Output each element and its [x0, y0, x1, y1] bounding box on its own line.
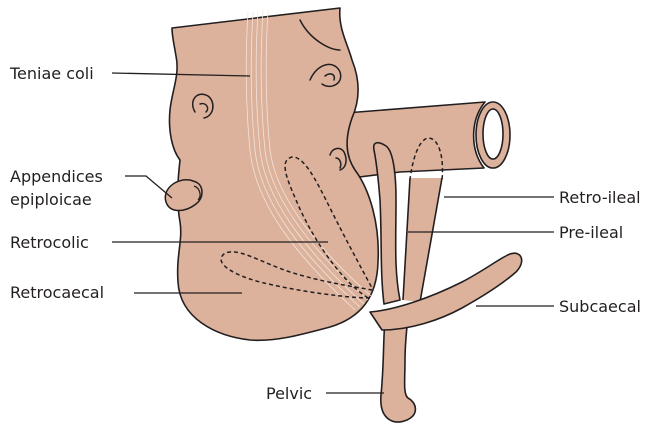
label-pre-ileal: Pre-ileal — [559, 223, 623, 242]
label-retro-ileal: Retro-ileal — [559, 188, 641, 207]
label-retrocolic: Retrocolic — [10, 233, 89, 252]
label-appendices: Appendices — [10, 167, 103, 186]
label-subcaecal: Subcaecal — [559, 297, 641, 316]
label-epiploicae: epiploicae — [10, 190, 92, 209]
label-retrocaecal: Retrocaecal — [10, 283, 104, 302]
caecum — [169, 8, 378, 340]
pelvic-appendix — [381, 316, 416, 422]
label-teniae-coli: Teniae coli — [9, 64, 94, 83]
ileum-lumen — [483, 109, 503, 159]
label-pelvic: Pelvic — [266, 384, 312, 403]
